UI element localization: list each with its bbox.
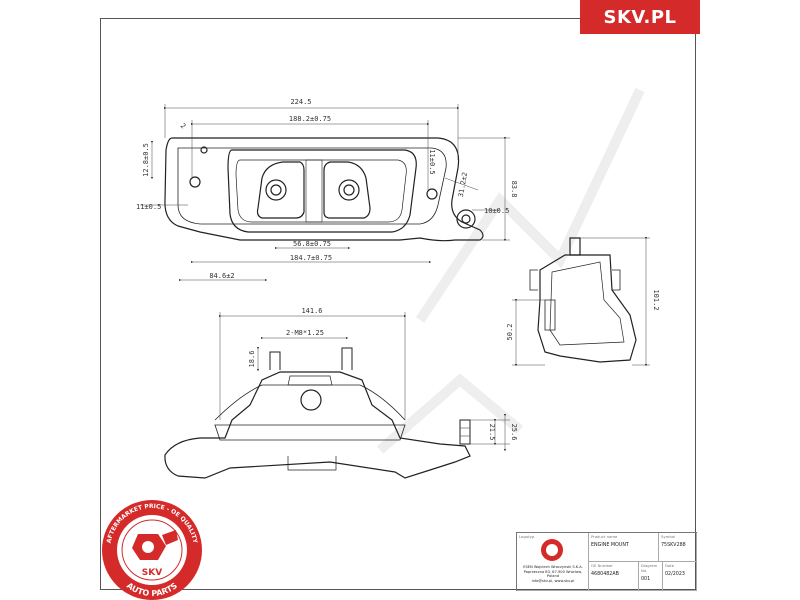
dim-front-thread: 2-M8*1.25 [286, 329, 324, 337]
dim-front-right-b: 25.6 [510, 424, 518, 441]
dim-top-overall: 224.5 [290, 98, 311, 106]
top-view [164, 137, 484, 242]
side-dimensions [512, 236, 650, 367]
tb-company: ESEN Wojciech Wroczynski S.K.A. [523, 565, 583, 569]
dim-front-right-a: 21.5 [488, 424, 496, 441]
title-block: Logotyp ESEN Wojciech Wroczynski S.K.A. … [516, 532, 697, 591]
seal-center-text: SKV [142, 568, 162, 578]
tb-oe-cell: OE Number 4680482AB [589, 562, 639, 591]
tb-date-cell: Date 02/2023 [663, 562, 697, 591]
tb-version-label: Diagram No. [641, 563, 658, 573]
dim-left-upper: 12.8±0.5 [142, 143, 150, 177]
brand-badge[interactable]: SKV.PL [580, 0, 700, 34]
tb-version-cell: Diagram No. 001 [639, 562, 663, 591]
quality-seal: SKV [102, 500, 202, 600]
dim-top-small-angle: 2 [179, 122, 188, 131]
tb-oe-number: 4680482AB [591, 572, 619, 577]
tb-logo-icon [541, 539, 563, 561]
dim-bottom-left: 84.6±2 [209, 272, 234, 280]
tb-date: 02/2023 [665, 572, 685, 577]
tb-product-name: ENGINE MOUNT [591, 543, 629, 548]
side-dimension-labels: 101.2 50.2 [506, 289, 660, 340]
tb-date-label: Date [665, 563, 675, 568]
dim-bottom-spacing: 184.7±0.75 [290, 254, 332, 262]
tb-logo-cell: Logotyp ESEN Wojciech Wroczynski S.K.A. … [517, 533, 589, 591]
dim-top-hole-spacing: 188.2±0.75 [289, 115, 331, 123]
drawing-frame [100, 18, 696, 590]
tb-version: 001 [641, 577, 651, 582]
dim-front-stud-height: 18.6 [248, 351, 256, 368]
side-view [529, 237, 637, 363]
tb-symbol-cell: Symbol 75SKV288 [659, 533, 697, 562]
tb-logo-label: Logotyp [519, 534, 535, 539]
dim-front-width: 141.6 [301, 307, 322, 315]
tb-address: Poprzeczna 83, 67-900 Wroclaw, Poland [523, 569, 583, 579]
dim-right-inner: 11±0.5 [428, 149, 436, 174]
front-dimension-labels: 141.6 2-M8*1.25 18.6 21.5 25.6 [248, 307, 518, 440]
tb-email: info@skv.pl, www.skv.pl [531, 578, 575, 583]
dim-left-lower: 11±0.5 [136, 203, 161, 211]
dim-right-height: 83.8 [510, 181, 518, 198]
tb-oe-label: OE Number [591, 563, 613, 568]
front-dimensions [218, 312, 510, 452]
tb-symbol: 75SKV288 [661, 543, 686, 548]
dim-right-angle: 31.2±2 [457, 172, 469, 198]
tb-product-cell: Product name ENGINE MOUNT [589, 533, 659, 562]
top-dimensions [140, 104, 510, 282]
tb-symbol-label: Symbol [661, 534, 676, 539]
dim-side-height: 101.2 [652, 289, 660, 310]
dim-side-inner: 50.2 [506, 324, 514, 341]
front-view [164, 347, 471, 479]
dim-right-circle: 10±0.5 [484, 207, 509, 215]
dim-center-spacing: 56.8±0.75 [293, 240, 331, 248]
watermark [376, 87, 645, 454]
tb-product-label: Product name [591, 534, 618, 539]
